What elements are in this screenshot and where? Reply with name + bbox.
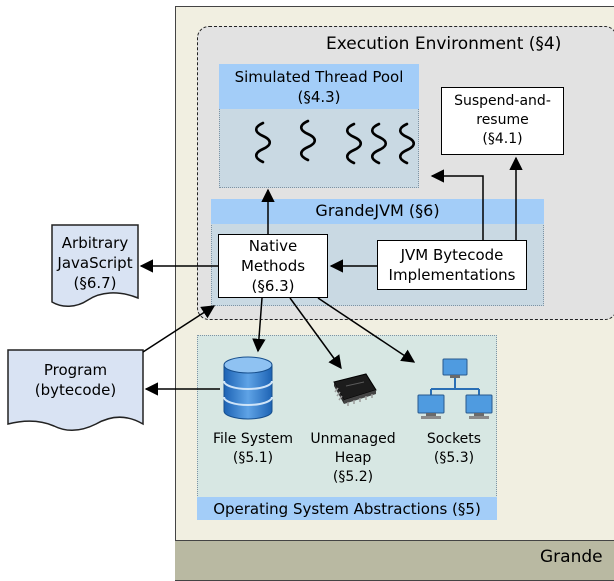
program-label: Program (bytecode)	[8, 360, 143, 400]
os-abstractions-label: Operating System Abstractions (§5)	[213, 500, 481, 518]
native-methods-box: Native Methods (§6.3)	[218, 234, 328, 298]
suspend-and-resume-box: Suspend-and- resume (§4.1)	[441, 87, 564, 155]
thread-pool-title-line2: (§4.3)	[297, 88, 341, 106]
network-icon	[417, 358, 493, 419]
arbitrary-js-label: Arbitrary JavaScript (§6.7)	[52, 233, 138, 293]
suspend-line3: (§4.1)	[482, 131, 523, 147]
heap-line3: (§5.2)	[332, 469, 374, 485]
file-system-line2: (§5.1)	[232, 450, 274, 466]
arbitrary-js-document	[51, 224, 139, 307]
heap-line1: Unmanaged	[310, 431, 396, 447]
program-document	[7, 349, 144, 431]
thread-icons	[254, 119, 416, 165]
sockets-line1: Sockets	[426, 431, 482, 447]
thread-pool-title-line1: Simulated Thread Pool	[234, 68, 404, 86]
suspend-line1: Suspend-and-	[454, 93, 551, 109]
file-system-line1: File System	[212, 431, 294, 447]
arbitrary-js-line2: JavaScript	[57, 254, 133, 272]
os-abstractions-label-band	[197, 497, 497, 520]
grande-label: Grande	[540, 547, 603, 567]
jvm-bytecode-box: JVM Bytecode Implementations	[377, 240, 527, 290]
thread-icon	[254, 121, 272, 164]
suspend-line2: resume	[476, 112, 529, 128]
execution-environment-label: Execution Environment (§4)	[326, 34, 562, 54]
jvm-line2: Implementations	[388, 266, 516, 284]
file-system-label: File System (§5.1)	[198, 430, 308, 468]
sockets-label: Sockets (§5.3)	[399, 430, 509, 468]
arbitrary-js-line1: Arbitrary	[61, 234, 129, 252]
program-line1: Program	[43, 361, 108, 379]
thread-pool-title: Simulated Thread Pool (§4.3)	[219, 67, 419, 107]
chip-icon	[333, 373, 377, 406]
arbitrary-js-line3: (§6.7)	[73, 274, 117, 292]
thread-icon	[370, 122, 388, 165]
native-line1: Native	[248, 237, 298, 255]
thread-icon	[398, 122, 416, 165]
thread-icon	[345, 122, 363, 165]
thread-pool-title-band	[219, 64, 419, 109]
heap-line2: Heap	[334, 450, 372, 466]
native-line2: Methods	[240, 257, 306, 275]
database-icon	[223, 356, 273, 420]
native-line3: (§6.3)	[251, 277, 295, 295]
thread-icon	[299, 119, 317, 162]
jvm-line1: JVM Bytecode	[400, 246, 504, 264]
sockets-line2: (§5.3)	[433, 450, 475, 466]
unmanaged-heap-label: Unmanaged Heap (§5.2)	[298, 430, 408, 487]
grandejvm-title-band	[211, 199, 544, 224]
program-line2: (bytecode)	[34, 381, 117, 399]
grandejvm-label: GrandeJVM (§6)	[315, 201, 440, 220]
